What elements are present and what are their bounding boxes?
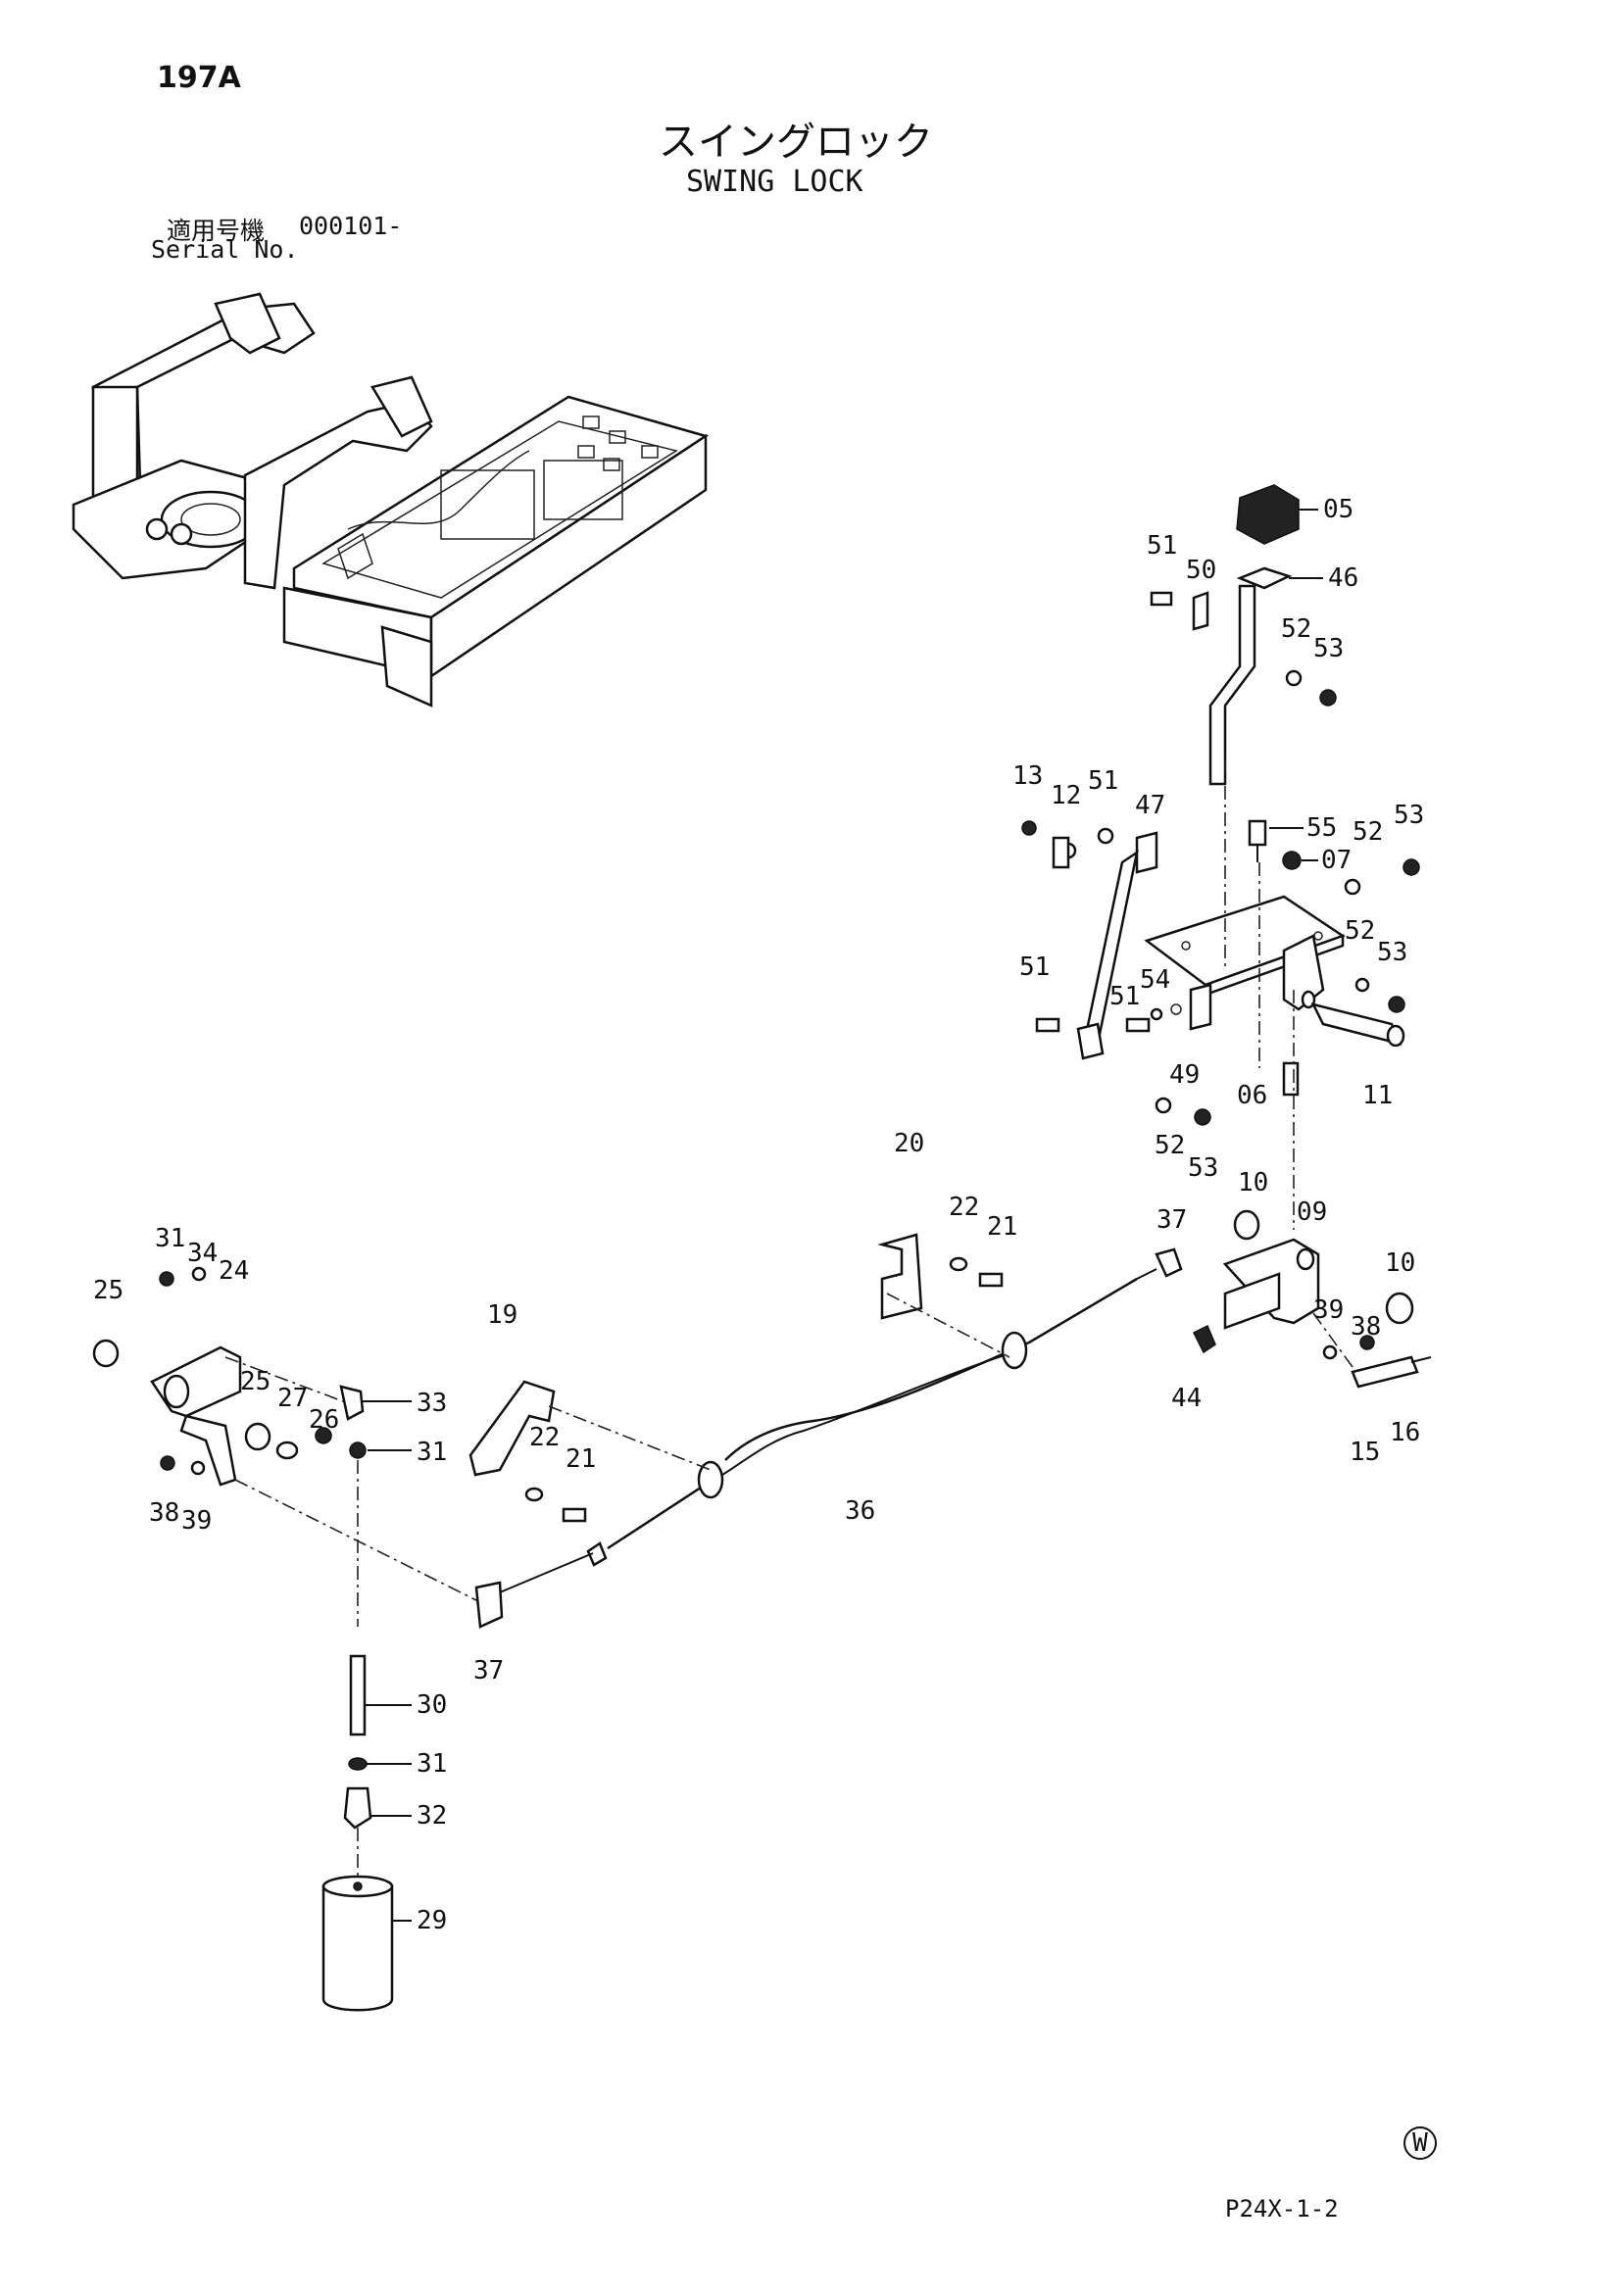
serial-label-english: Serial No.	[151, 235, 299, 264]
callout-22: 22	[529, 1423, 560, 1452]
callout-38: 38	[149, 1498, 179, 1528]
plate-12	[1052, 836, 1070, 869]
callout-15: 15	[1350, 1438, 1380, 1467]
nut-44	[1192, 1324, 1216, 1354]
callout-55: 55	[1306, 813, 1337, 843]
title-japanese: スイングロック	[659, 120, 933, 165]
callout-54: 54	[1140, 965, 1170, 995]
callout-06: 06	[1237, 1081, 1267, 1110]
callout-25: 25	[93, 1276, 123, 1305]
callout-53: 53	[1188, 1153, 1218, 1183]
callout-31: 31	[417, 1749, 447, 1779]
callout-39: 39	[181, 1506, 212, 1536]
callout-53: 53	[1394, 801, 1424, 830]
callout-51: 51	[1147, 531, 1177, 561]
pedal-rubber-05	[1236, 484, 1300, 545]
pin-15	[1351, 1355, 1419, 1389]
washer-27	[275, 1441, 299, 1460]
callout-12: 12	[1051, 781, 1081, 810]
bushing-25	[92, 1339, 120, 1368]
callout-37: 37	[473, 1656, 504, 1685]
cylinder-29	[321, 1884, 394, 2012]
callout-24: 24	[219, 1256, 249, 1286]
ball-joint-32	[343, 1786, 372, 1830]
callout-52: 52	[1353, 817, 1383, 847]
callout-36: 36	[845, 1496, 875, 1526]
upper-frame-illustration	[72, 292, 709, 708]
callout-32: 32	[417, 1801, 447, 1831]
callout-52: 52	[1345, 916, 1375, 946]
bushing-25b	[244, 1422, 271, 1451]
callout-34: 34	[187, 1239, 218, 1268]
serial-number-value: 000101-	[299, 212, 403, 240]
callout-39: 39	[1313, 1295, 1344, 1325]
callout-20: 20	[894, 1129, 924, 1158]
pivot-assembly	[1136, 1209, 1432, 1389]
callout-25: 25	[240, 1367, 271, 1396]
callout-33: 33	[417, 1389, 447, 1418]
callout-31: 31	[417, 1438, 447, 1467]
callout-51: 51	[1088, 766, 1118, 796]
callout-09: 09	[1297, 1197, 1327, 1227]
pedal-plate-46	[1236, 566, 1293, 590]
callout-05: 05	[1323, 495, 1353, 524]
serial-label-japanese: 適用号機	[167, 217, 266, 245]
callout-52: 52	[1155, 1131, 1185, 1160]
bracket-49	[1189, 983, 1212, 1031]
callout-07: 07	[1321, 846, 1352, 875]
rod-30	[349, 1654, 367, 1736]
callout-labels: 05 46 51 50 52 53 13 12 51 47 55 07 52 5…	[93, 495, 1424, 1935]
callout-29: 29	[417, 1906, 447, 1935]
callout-16: 16	[1390, 1418, 1420, 1447]
callout-46: 46	[1328, 563, 1358, 593]
page-number: 197A	[157, 61, 241, 95]
callout-30: 30	[417, 1690, 447, 1720]
callout-31: 31	[155, 1224, 185, 1253]
callout-22: 22	[949, 1193, 979, 1222]
callout-11: 11	[1362, 1081, 1393, 1110]
callout-47: 47	[1135, 791, 1165, 820]
callout-53: 53	[1313, 634, 1344, 663]
pedal-assembly	[1021, 484, 1420, 1230]
revision-mark: W	[1403, 2126, 1437, 2160]
callout-51: 51	[1109, 982, 1140, 1011]
callout-37: 37	[1156, 1205, 1187, 1235]
left-lever-assembly	[92, 1266, 594, 2012]
title-english: SWING LOCK	[686, 165, 863, 199]
pin-11	[1310, 1002, 1403, 1046]
callout-52: 52	[1281, 614, 1311, 644]
bushing-10b	[1385, 1292, 1414, 1325]
bracket-19	[468, 1380, 556, 1477]
callout-13: 13	[1012, 761, 1043, 791]
callout-38: 38	[1351, 1312, 1381, 1342]
callout-50: 50	[1186, 556, 1216, 585]
bracket-50	[1192, 591, 1209, 631]
callout-51: 51	[1019, 953, 1050, 982]
callout-53: 53	[1377, 938, 1407, 967]
bushing-10	[1233, 1209, 1260, 1241]
callout-10: 10	[1385, 1248, 1415, 1278]
ball-joint-33	[339, 1385, 365, 1421]
rod-end-37b	[474, 1581, 504, 1629]
callout-21: 21	[566, 1444, 596, 1474]
callout-26: 26	[309, 1405, 339, 1435]
callout-27: 27	[277, 1384, 308, 1413]
page-code: P24X-1-2	[1225, 2195, 1339, 2223]
pedal-arm	[1208, 584, 1256, 786]
control-cable	[468, 1233, 1138, 1567]
callout-49: 49	[1169, 1060, 1200, 1090]
bracket-20	[877, 1233, 923, 1320]
callout-44: 44	[1171, 1384, 1202, 1413]
rod-end-37	[1155, 1247, 1183, 1278]
callout-21: 21	[987, 1212, 1017, 1242]
callout-10: 10	[1238, 1168, 1268, 1197]
callout-19: 19	[487, 1300, 517, 1330]
